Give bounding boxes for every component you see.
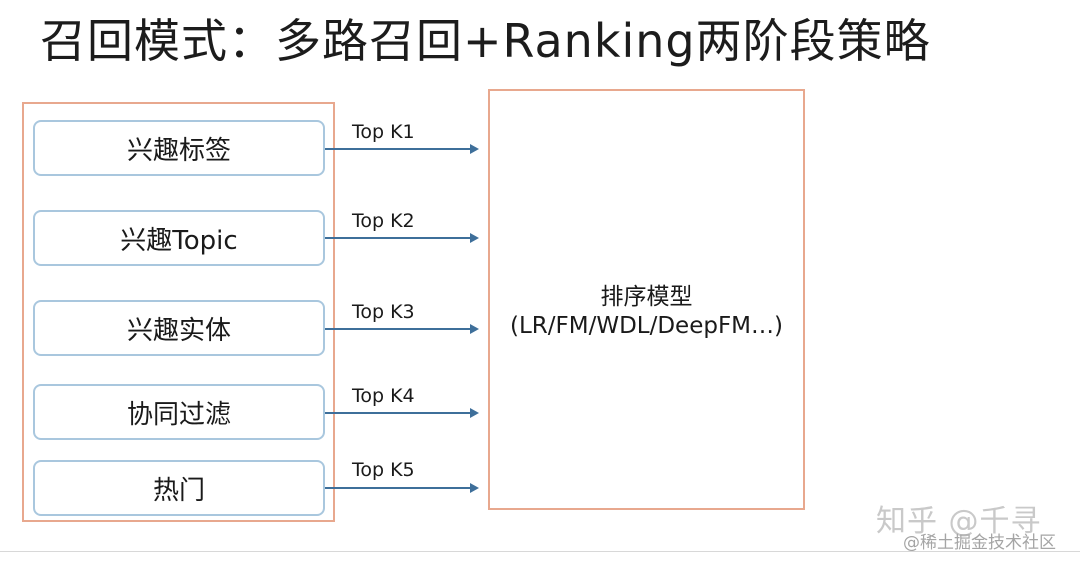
arrow-k5 (325, 483, 479, 493)
juejin-watermark: @稀土掘金技术社区 (903, 533, 1056, 553)
arrow-label-k2: Top K2 (352, 210, 415, 232)
recall-source-interest-tags: 兴趣标签 (33, 120, 325, 176)
arrow-label-k1: Top K1 (352, 121, 415, 143)
zhihu-watermark: 知乎 @千寻 (876, 504, 1042, 539)
ranking-model-subtitle: (LR/FM/WDL/DeepFM…) (509, 313, 783, 339)
arrow-k1 (325, 144, 479, 154)
arrow-k3 (325, 324, 479, 334)
ranking-model-box: 排序模型 (LR/FM/WDL/DeepFM…) (488, 89, 805, 510)
recall-source-interest-topic: 兴趣Topic (33, 210, 325, 266)
diagram-title: 召回模式：多路召回+Ranking两阶段策略 (40, 14, 931, 68)
arrow-k4 (325, 408, 479, 418)
recall-sources-container (22, 102, 335, 522)
ranking-model-title: 排序模型 (600, 284, 693, 310)
footer-divider (0, 551, 1080, 552)
recall-source-popular: 热门 (33, 460, 325, 516)
arrow-k2 (325, 233, 479, 243)
arrow-label-k4: Top K4 (352, 385, 415, 407)
recall-source-collaborative-filtering: 协同过滤 (33, 384, 325, 440)
arrow-label-k5: Top K5 (352, 459, 415, 481)
arrow-label-k3: Top K3 (352, 301, 415, 323)
recall-source-interest-entity: 兴趣实体 (33, 300, 325, 356)
